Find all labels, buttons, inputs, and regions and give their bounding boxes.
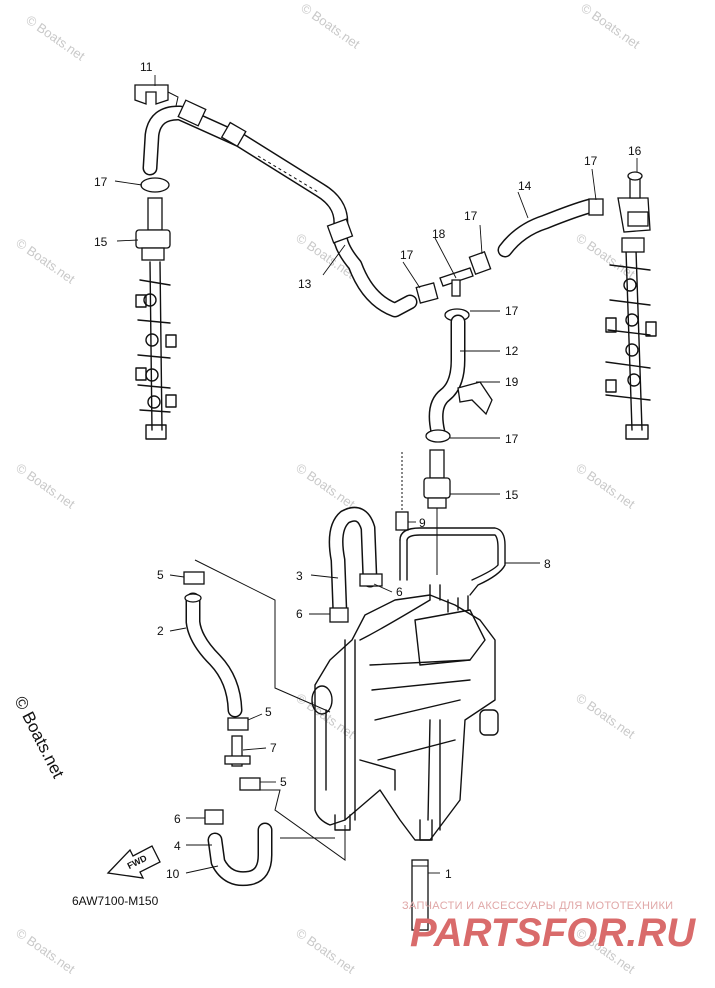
- joint-7: [224, 735, 251, 767]
- right-fuel-rail-assembly: [605, 237, 657, 440]
- callout-14: 14: [518, 179, 532, 193]
- t-joint-18: [415, 250, 492, 322]
- watermark: © Boats.net: [298, 0, 363, 52]
- hose-8: [399, 527, 506, 596]
- fuel-pump-1: [411, 859, 429, 931]
- leader-9-dash: [395, 452, 409, 531]
- callout-7: 7: [270, 741, 277, 755]
- watermark: © Boats.net: [573, 690, 638, 742]
- clamp-5-top: [183, 571, 205, 585]
- hose-2: [184, 592, 243, 718]
- clip-11: [134, 84, 179, 107]
- hose-10: [204, 809, 273, 887]
- callout-16: 16: [628, 144, 642, 158]
- hose-14: [497, 198, 604, 258]
- leader-lines: [114, 75, 638, 874]
- callout-17: 17: [94, 175, 108, 189]
- elbow-fitting-16: [617, 171, 651, 233]
- fitting-15-center: [423, 449, 451, 575]
- callout-4: 4: [174, 839, 181, 853]
- shop-tagline: ЗАПЧАСТИ И АКСЕССУАРЫ ДЛЯ МОТОТЕХНИКИ: [402, 900, 673, 912]
- callout-labels: 11 17 15 13 17 18 17 14 17 16 17 12 19 1…: [94, 60, 642, 881]
- side-copyright: © Boats.net: [10, 693, 67, 781]
- callout-17: 17: [400, 248, 414, 262]
- callout-15: 15: [94, 235, 108, 249]
- callout-1: 1: [445, 867, 452, 881]
- callout-11: 11: [140, 60, 153, 74]
- callout-2: 2: [157, 624, 164, 638]
- callout-5: 5: [280, 775, 287, 789]
- watermark: © Boats.net: [573, 460, 638, 512]
- clamp-5-low: [239, 777, 261, 791]
- fwd-arrow: FWD: [106, 845, 161, 879]
- connection-lines: [194, 559, 346, 861]
- watermark: © Boats.net: [293, 460, 358, 512]
- left-fuel-rail-assembly: [135, 177, 177, 440]
- callout-12: 12: [505, 344, 519, 358]
- vapor-separator-body: [311, 584, 499, 841]
- watermark: © Boats.net: [13, 925, 78, 977]
- hose-3: [328, 506, 383, 623]
- watermark: © Boats.net: [578, 0, 643, 52]
- clamp-5-mid: [227, 717, 249, 731]
- watermark: © Boats.net: [23, 12, 88, 64]
- hose-12: [425, 314, 493, 443]
- diagram-code: 6AW7100-M150: [72, 894, 159, 908]
- callout-17: 17: [464, 209, 478, 223]
- callout-5: 5: [157, 568, 164, 582]
- watermark-layer: © Boats.net © Boats.net © Boats.net © Bo…: [13, 0, 643, 977]
- callout-6: 6: [296, 607, 303, 621]
- callout-17: 17: [505, 432, 519, 446]
- callout-6: 6: [396, 585, 403, 599]
- callout-9: 9: [419, 516, 426, 530]
- callout-8: 8: [544, 557, 551, 571]
- hose-13: [142, 99, 418, 318]
- callout-18: 18: [432, 227, 446, 241]
- callout-3: 3: [296, 569, 303, 583]
- callout-19: 19: [505, 375, 519, 389]
- callout-13: 13: [298, 277, 312, 291]
- callout-10: 10: [166, 867, 180, 881]
- watermark: © Boats.net: [293, 925, 358, 977]
- shop-logo: PARTSFOR.RU: [410, 911, 696, 955]
- watermark: © Boats.net: [13, 235, 78, 287]
- callout-17: 17: [505, 304, 519, 318]
- callout-5: 5: [265, 705, 272, 719]
- watermark: © Boats.net: [13, 460, 78, 512]
- callout-15: 15: [505, 488, 519, 502]
- shop-branding: ЗАПЧАСТИ И АКСЕССУАРЫ ДЛЯ МОТОТЕХНИКИ PA…: [402, 900, 696, 955]
- callout-6: 6: [174, 812, 181, 826]
- callout-17: 17: [584, 154, 598, 168]
